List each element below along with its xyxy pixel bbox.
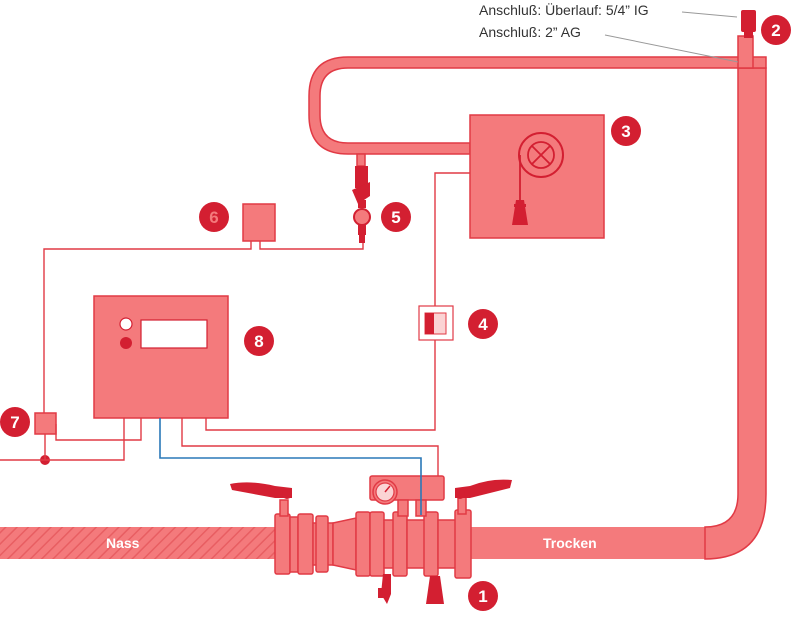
svg-text:8: 8 (254, 332, 263, 351)
red-wiring (0, 172, 470, 476)
marker-3: 3 (611, 116, 641, 146)
junction-box (34, 412, 57, 435)
label-connection-ag: Anschluß: 2” AG (479, 24, 581, 40)
riser-top-cap (737, 35, 754, 69)
leader-overflow (681, 11, 738, 18)
marker-4: 4 (468, 309, 498, 339)
marker-1: 1 (468, 581, 498, 611)
control-panel-led-white (119, 317, 133, 331)
blue-wiring (159, 418, 422, 515)
control-panel-box (93, 295, 229, 419)
svg-text:5: 5 (391, 208, 400, 227)
top-loop-pipe (308, 56, 767, 155)
marker-7: 7 (0, 407, 30, 437)
marker-5: 5 (381, 202, 411, 232)
svg-text:4: 4 (478, 315, 488, 334)
riser-pipe (704, 67, 767, 560)
svg-text:2: 2 (771, 21, 780, 40)
control-panel-led-red (120, 337, 132, 349)
leader-ag (604, 34, 739, 63)
overflow-connector (741, 10, 756, 32)
marker-8: 8 (244, 326, 274, 356)
overflow-connector-neck (744, 30, 753, 38)
valve-assembly (230, 475, 512, 604)
pressure-switch-box (242, 203, 276, 242)
svg-text:3: 3 (621, 122, 630, 141)
strainer-assembly (352, 153, 371, 243)
svg-text:7: 7 (10, 413, 19, 432)
svg-text:6: 6 (209, 208, 218, 227)
pipe-dry-section (455, 527, 705, 559)
control-panel-display (140, 319, 208, 349)
marker-6: 6 (199, 202, 229, 232)
label-connection-overflow: Anschluß: Überlauf: 5/4” IG (479, 1, 649, 18)
label-nass: Nass (106, 535, 140, 551)
label-trocken: Trocken (543, 535, 597, 551)
pipe-wet-section (0, 527, 285, 559)
marker-2: 2 (761, 15, 791, 45)
svg-text:1: 1 (478, 587, 487, 606)
